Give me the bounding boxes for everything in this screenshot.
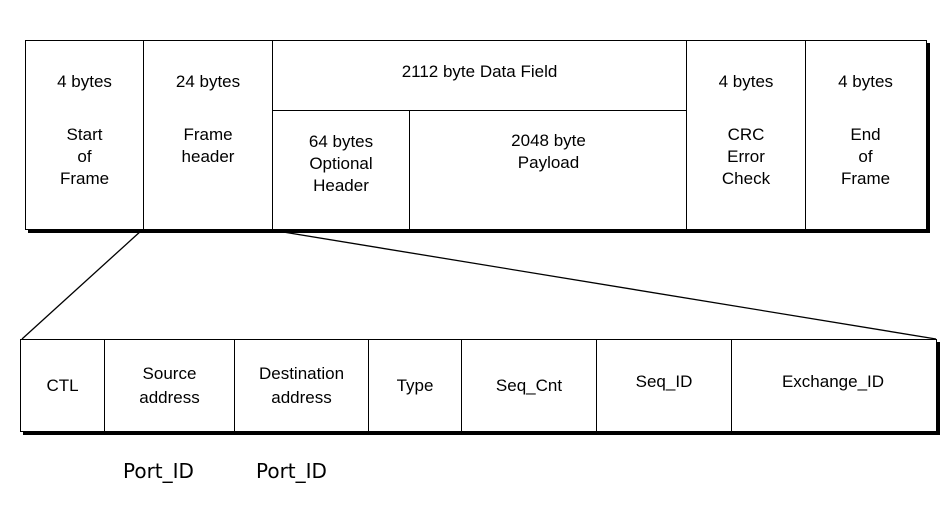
field-label: Seq_ID [635, 371, 693, 391]
seq-id-field: Seq_ID [596, 340, 731, 431]
start-of-frame-field: 4 bytes Start of Frame [26, 41, 143, 229]
data-field: 2112 byte Data Field 64 bytes Optional H… [272, 41, 686, 229]
field-label: Source address [139, 363, 200, 407]
end-of-frame-field: 4 bytes End of Frame [805, 41, 925, 229]
seq-cnt-field: Seq_Cnt [461, 340, 596, 431]
expansion-line-right [270, 229, 937, 340]
field-size: 24 bytes [175, 72, 241, 91]
expansion-line-left [21, 229, 143, 340]
frame-header-detail: CTL Source address Destination address T… [20, 339, 937, 432]
field-label: CTL [46, 375, 79, 395]
frame-structure: 4 bytes Start of Frame 24 bytes Frame he… [25, 40, 927, 230]
data-field-divider [273, 110, 686, 111]
type-field: Type [368, 340, 461, 431]
frame-header-field: 24 bytes Frame header [143, 41, 272, 229]
field-label: Start of Frame [59, 125, 110, 188]
field-label: End of Frame [840, 125, 891, 188]
field-size: 4 bytes [718, 72, 774, 91]
payload-field: 2048 byte Payload [409, 110, 687, 229]
field-size: 4 bytes [838, 72, 893, 91]
field-label: Frame header [181, 125, 235, 166]
field-label: Destination address [258, 363, 345, 407]
destination-port-id-label: Port_ID [256, 459, 327, 483]
field-size: 4 bytes [57, 72, 112, 91]
optional-header-field: 64 bytes Optional Header [273, 110, 409, 229]
crc-field: 4 bytes CRC Error Check [686, 41, 805, 229]
data-field-title: 2112 byte Data Field [401, 62, 558, 81]
field-label: 64 bytes Optional Header [308, 132, 374, 195]
field-label: CRC Error Check [721, 125, 771, 188]
ctl-field: CTL [21, 340, 104, 431]
field-label: 2048 byte Payload [511, 131, 586, 172]
field-label: Seq_Cnt [495, 375, 563, 395]
source-port-id-label: Port_ID [123, 459, 194, 483]
destination-address-field: Destination address [234, 340, 368, 431]
source-address-field: Source address [104, 340, 234, 431]
field-label: Exchange_ID [781, 371, 885, 391]
field-label: Type [396, 375, 434, 395]
exchange-id-field: Exchange_ID [731, 340, 934, 431]
